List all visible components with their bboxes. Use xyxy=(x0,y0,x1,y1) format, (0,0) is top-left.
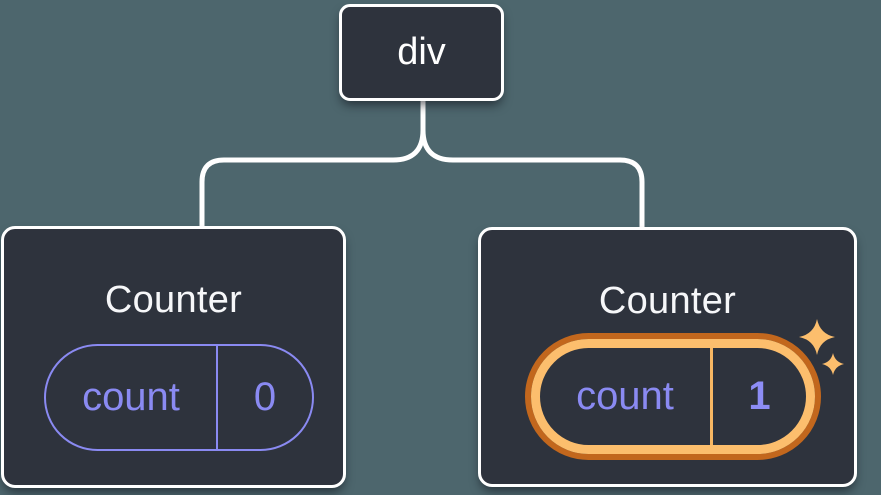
connector-root-to-left-child xyxy=(199,101,426,229)
state-badge-ring: count 1 xyxy=(531,339,815,454)
state-value: 1 xyxy=(748,374,771,418)
state-value: 0 xyxy=(253,375,277,419)
root-node-label: div xyxy=(397,31,446,73)
tree-node-div: div xyxy=(339,4,504,101)
tree-node-counter-1: Counter count 0 xyxy=(1,226,346,488)
connector-root-to-right-child xyxy=(420,101,645,231)
state-badge-highlighted: count 1 xyxy=(525,333,821,460)
component-name: Counter xyxy=(104,279,243,321)
state-badge: count 0 xyxy=(44,344,314,451)
tree-node-counter-2: Counter count 1 xyxy=(478,227,857,487)
component-name: Counter xyxy=(598,280,737,322)
state-key: count xyxy=(46,346,218,449)
state-key: count xyxy=(540,348,713,445)
